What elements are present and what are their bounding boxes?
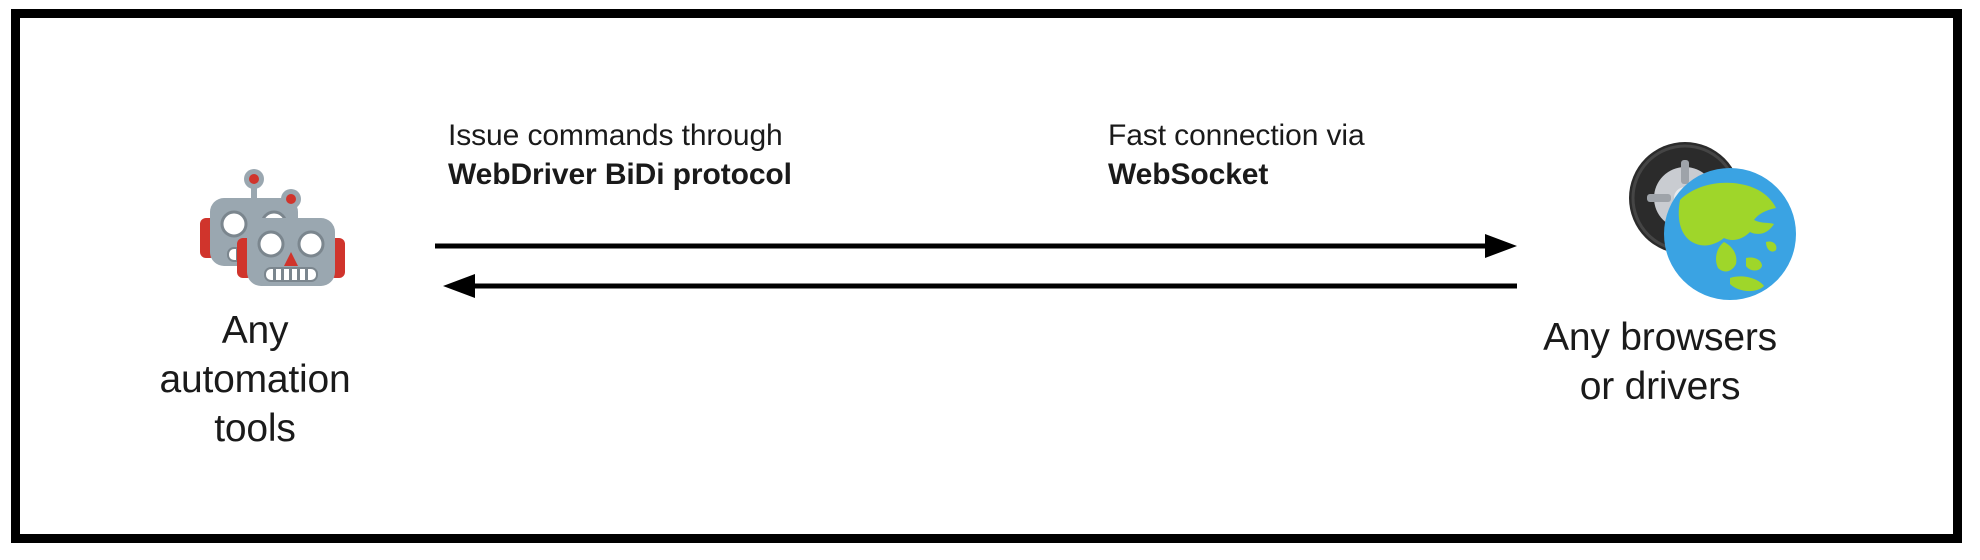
right-node-caption-line-2: or drivers (1579, 365, 1741, 408)
left-node-caption-line-1: Any (221, 309, 289, 352)
label-issue-commands-line-2: WebDriver BiDi protocol (448, 158, 792, 191)
label-fast-connection: Fast connection via WebSocket (1108, 116, 1365, 194)
arrow-to-automation (443, 274, 1517, 298)
arrow-to-browser (435, 234, 1517, 258)
right-node-caption: Any browsers or drivers (1450, 313, 1870, 411)
left-node-caption-line-3: tools (214, 407, 296, 450)
label-issue-commands: Issue commands through WebDriver BiDi pr… (448, 116, 792, 194)
globe-showing-asia-icon (1664, 168, 1796, 300)
label-fast-connection-line-1: Fast connection via (1108, 119, 1365, 152)
robot-icon-stack (80, 138, 430, 298)
robot-icon (237, 189, 345, 286)
right-node-caption-line-1: Any browsers (1543, 316, 1777, 359)
left-node-caption-line-2: automation (159, 358, 351, 401)
diagram-canvas: Any automation tools Issue commands thro… (20, 18, 1953, 534)
left-node-automation-tools: Any automation tools (80, 138, 430, 453)
label-fast-connection-line-2: WebSocket (1108, 158, 1269, 191)
left-node-caption: Any automation tools (80, 306, 430, 453)
arrow-group (435, 234, 1517, 298)
label-issue-commands-line-1: Issue commands through (448, 119, 783, 152)
browser-icon-stack (1450, 130, 1870, 305)
right-node-browsers-drivers: Any browsers or drivers (1450, 130, 1870, 411)
diagram-frame: Any automation tools Issue commands thro… (11, 9, 1962, 543)
